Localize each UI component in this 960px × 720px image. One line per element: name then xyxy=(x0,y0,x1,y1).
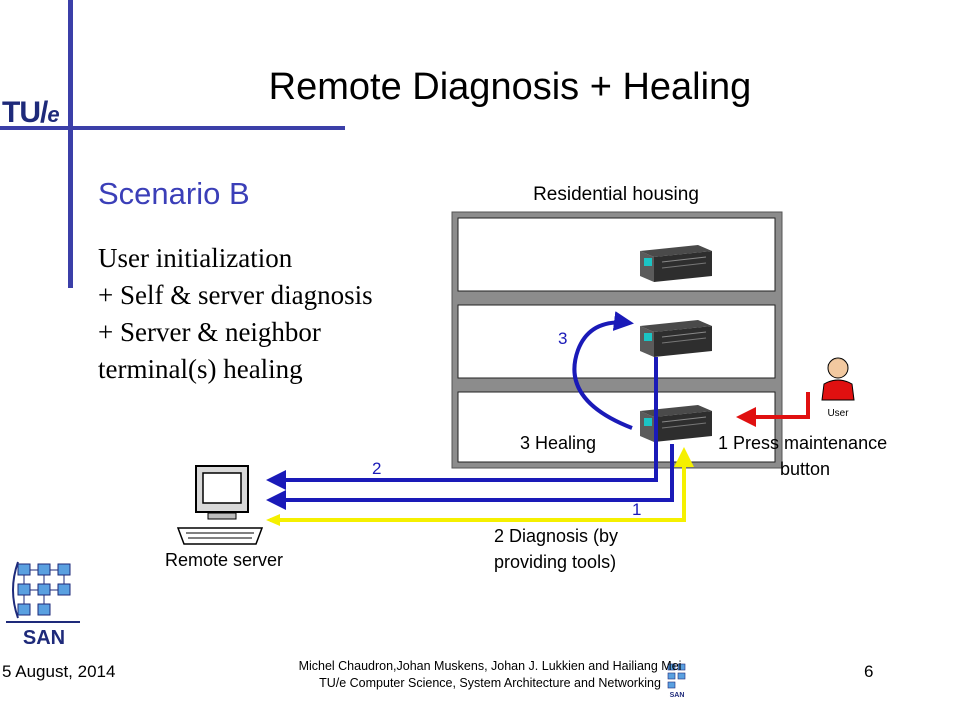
housing-building xyxy=(451,211,783,469)
arrow-1-label: 1 xyxy=(632,500,641,519)
diagnosis-label-line1: 2 Diagnosis (by xyxy=(494,526,618,546)
terminal-device-bottom xyxy=(640,405,712,442)
terminal-device-middle xyxy=(640,320,712,357)
diagnosis-arrow xyxy=(270,447,694,522)
san-logo-text: SAN xyxy=(23,627,65,649)
body-line: User initialization xyxy=(98,243,293,273)
arrow-1 xyxy=(266,444,674,510)
page-number: 6 xyxy=(864,662,874,681)
diagnosis-label-line2: providing tools) xyxy=(494,552,616,572)
san-logo-small-text: SAN xyxy=(670,692,685,699)
slide-title: Remote Diagnosis + Healing xyxy=(268,66,752,108)
san-logo: SAN xyxy=(6,561,80,649)
press-label-line2: button xyxy=(780,459,830,479)
slide-subtitle: Scenario B xyxy=(98,176,250,211)
terminal-device-top xyxy=(640,245,712,282)
accent-horizontal-line xyxy=(0,126,345,130)
healing-label: 3 Healing xyxy=(520,433,596,453)
body-line: + Self & server diagnosis xyxy=(98,280,373,310)
user-label: User xyxy=(827,408,849,419)
footer-credit-line2: TU/e Computer Science, System Architectu… xyxy=(319,676,661,690)
footer-date: 5 August, 2014 xyxy=(2,662,116,681)
press-arrow xyxy=(736,392,810,427)
arrow-3-label: 3 xyxy=(558,329,567,348)
housing-label: Residential housing xyxy=(533,184,699,205)
body-line: terminal(s) healing xyxy=(98,354,303,384)
server-label: Remote server xyxy=(165,550,283,570)
press-label-line1: 1 Press maintenance xyxy=(718,433,887,453)
user-icon xyxy=(821,357,855,401)
slide-body: User initialization + Self & server diag… xyxy=(98,240,373,388)
body-line: + Server & neighbor xyxy=(98,317,321,347)
footer-credit: Michel Chaudron,Johan Muskens, Johan J. … xyxy=(180,658,800,692)
accent-vertical-line xyxy=(68,0,73,288)
tue-logo-e: e xyxy=(47,102,59,127)
arrow-2 xyxy=(266,357,658,490)
diagnosis-arrow-tail xyxy=(266,514,280,526)
server-computer-icon xyxy=(176,465,264,545)
healing-arrow xyxy=(572,311,634,430)
arrow-2-label: 2 xyxy=(372,459,381,478)
tue-logo-main: TU/ xyxy=(2,96,48,129)
footer-credit-line1: Michel Chaudron,Johan Muskens, Johan J. … xyxy=(298,659,682,673)
tue-logo: TU/e xyxy=(2,96,60,130)
san-logo-small: SAN xyxy=(667,663,686,699)
